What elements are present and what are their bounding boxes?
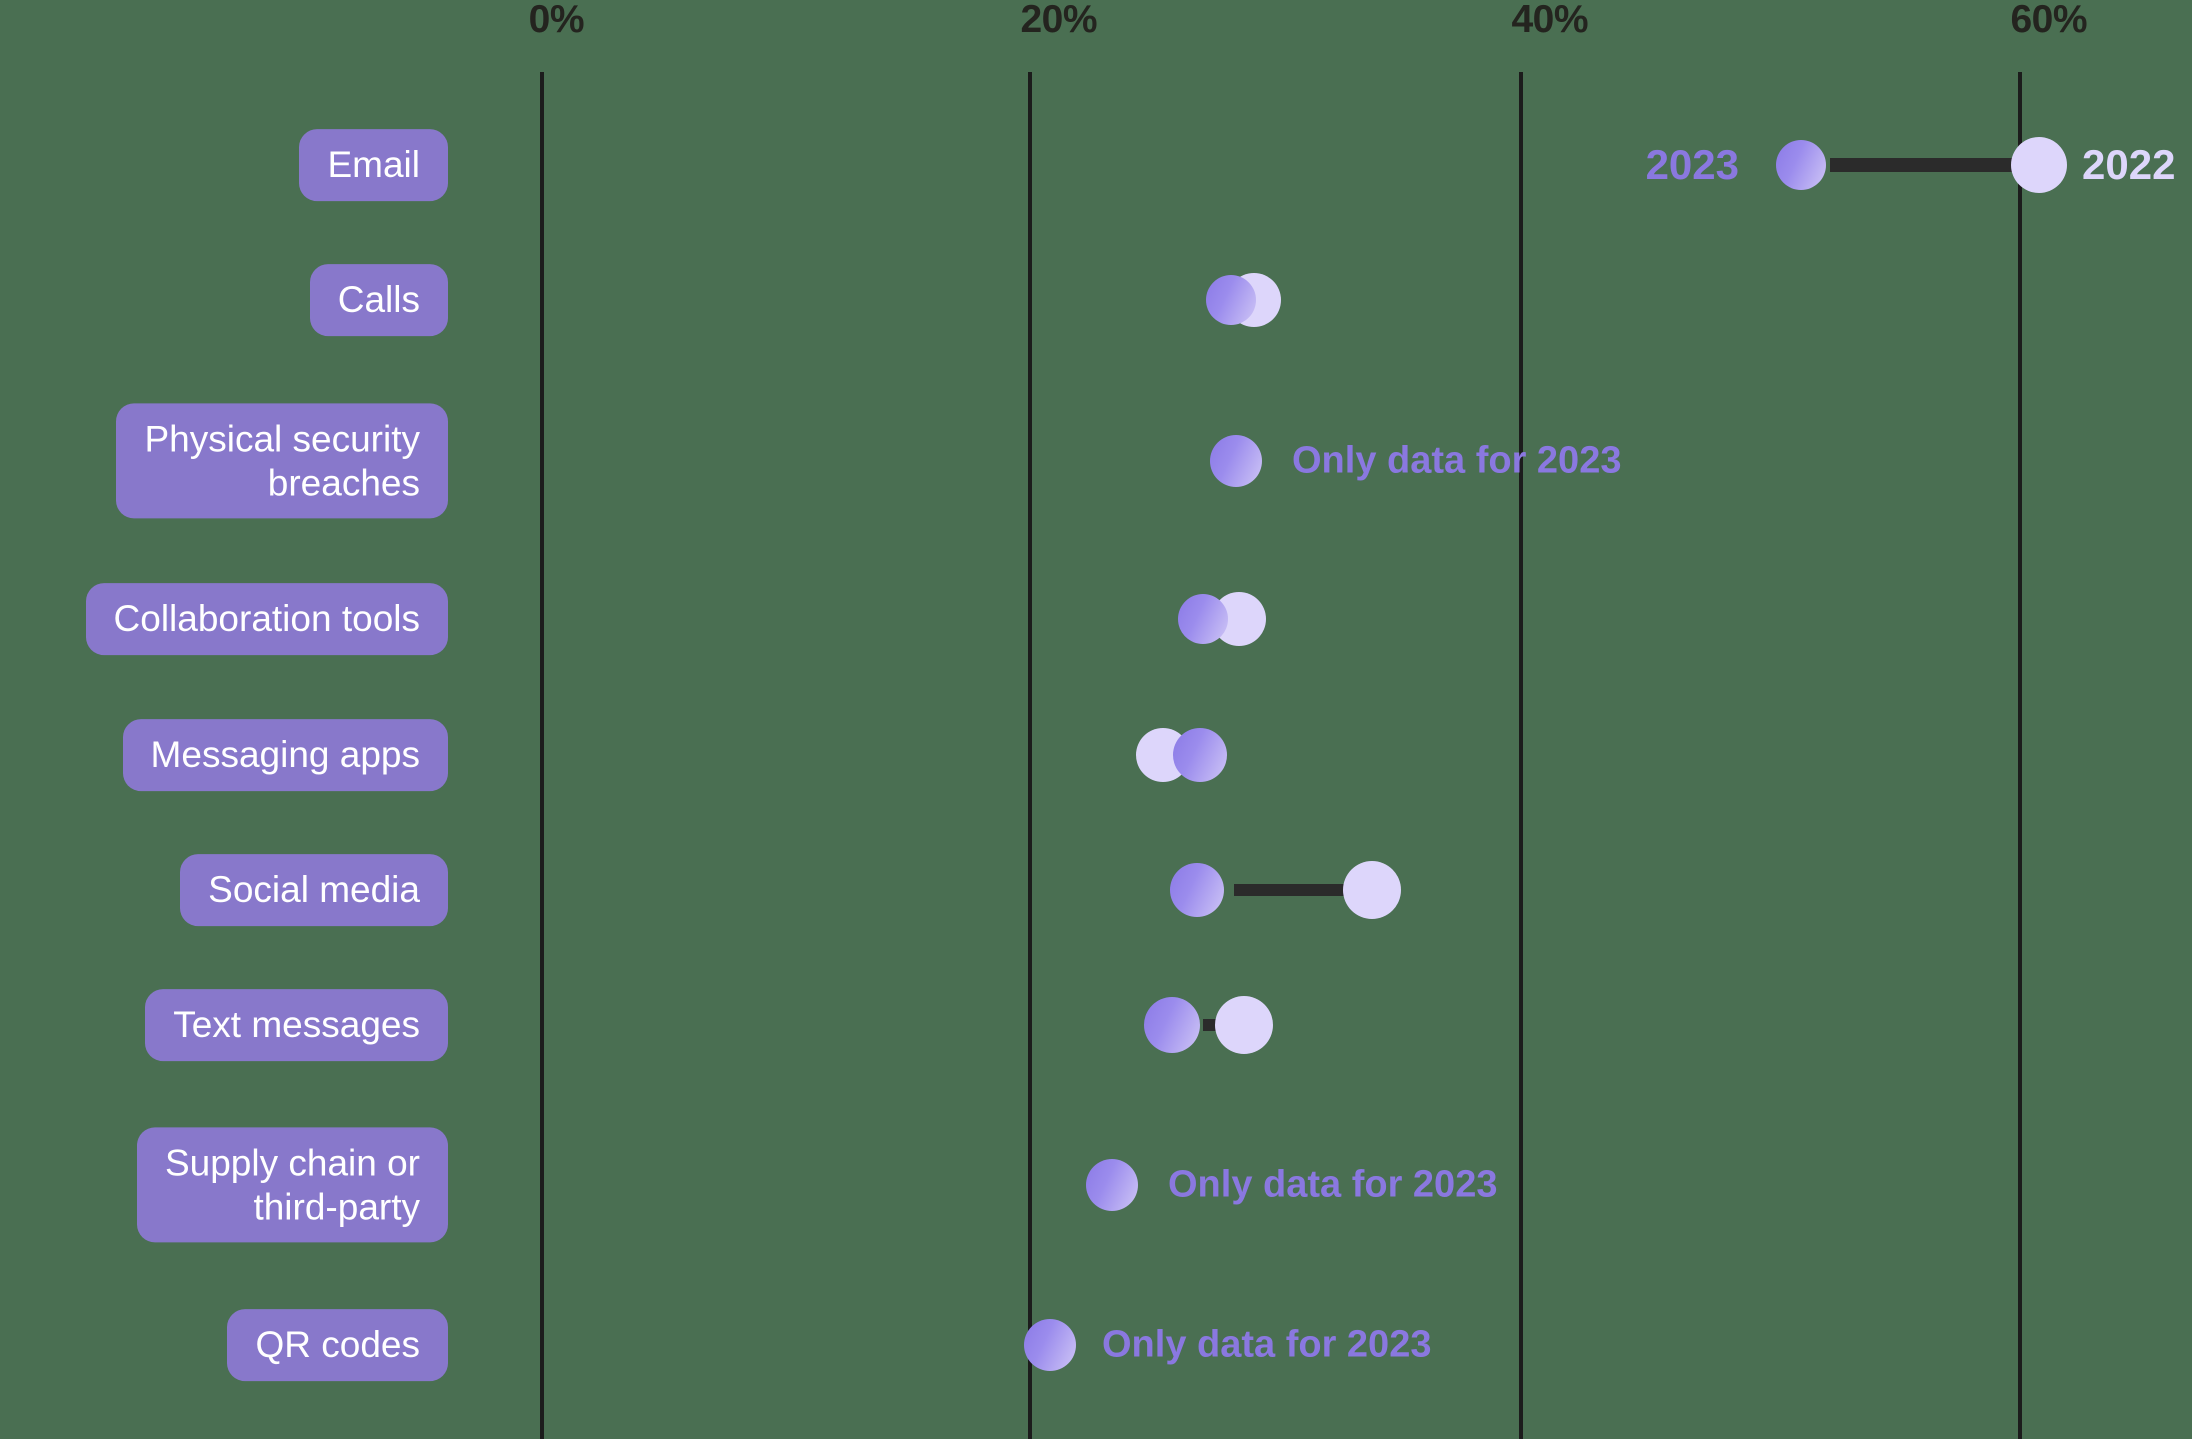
data-point-2022-social-media[interactable] xyxy=(1343,861,1401,919)
data-point-2023-calls[interactable] xyxy=(1206,275,1256,325)
data-point-2023-physical-security-breaches[interactable] xyxy=(1210,435,1262,487)
gridline-20 xyxy=(1028,72,1032,1439)
category-label-physical-security-breaches[interactable]: Physical security breaches xyxy=(116,403,448,519)
category-label-supply-chain-or-third-party[interactable]: Supply chain or third-party xyxy=(136,1127,448,1243)
gridline-60 xyxy=(2018,72,2022,1439)
gridline-40 xyxy=(1519,72,1523,1439)
tick-label-0: 0% xyxy=(528,0,585,41)
note-physical-security-breaches: Only data for 2023 xyxy=(1292,439,1622,482)
data-point-2023-collaboration-tools[interactable] xyxy=(1178,594,1228,644)
category-label-qr-codes[interactable]: QR codes xyxy=(227,1309,448,1381)
tick-label-60: 60% xyxy=(2010,0,2087,41)
data-point-2023-qr-codes[interactable] xyxy=(1024,1319,1076,1371)
data-point-2023-text-messages[interactable] xyxy=(1144,997,1200,1053)
gridline-0 xyxy=(540,72,544,1439)
data-point-2023-supply-chain-or-third-party[interactable] xyxy=(1086,1159,1138,1211)
tick-label-20: 20% xyxy=(1020,0,1097,41)
legend-label-2022: 2022 xyxy=(2082,141,2176,188)
data-point-2022-text-messages[interactable] xyxy=(1215,996,1273,1054)
category-label-messaging-apps[interactable]: Messaging apps xyxy=(122,719,448,791)
legend-dot-2023 xyxy=(1776,140,1826,190)
note-supply-chain-or-third-party: Only data for 2023 xyxy=(1168,1163,1498,1206)
category-label-text-messages[interactable]: Text messages xyxy=(145,989,448,1061)
category-label-email[interactable]: Email xyxy=(299,129,448,201)
category-label-social-media[interactable]: Social media xyxy=(180,854,448,926)
data-point-2023-social-media[interactable] xyxy=(1170,863,1224,917)
tick-label-40: 40% xyxy=(1511,0,1588,41)
note-qr-codes: Only data for 2023 xyxy=(1102,1323,1432,1366)
legend-connector xyxy=(1830,158,2040,172)
data-point-2023-messaging-apps[interactable] xyxy=(1173,728,1227,782)
legend-dot-2022 xyxy=(2011,137,2067,193)
connector-social-media xyxy=(1234,884,1374,896)
category-label-collaboration-tools[interactable]: Collaboration tools xyxy=(85,583,448,655)
legend-label-2023: 2023 xyxy=(1645,141,1739,188)
category-label-calls[interactable]: Calls xyxy=(309,264,448,336)
